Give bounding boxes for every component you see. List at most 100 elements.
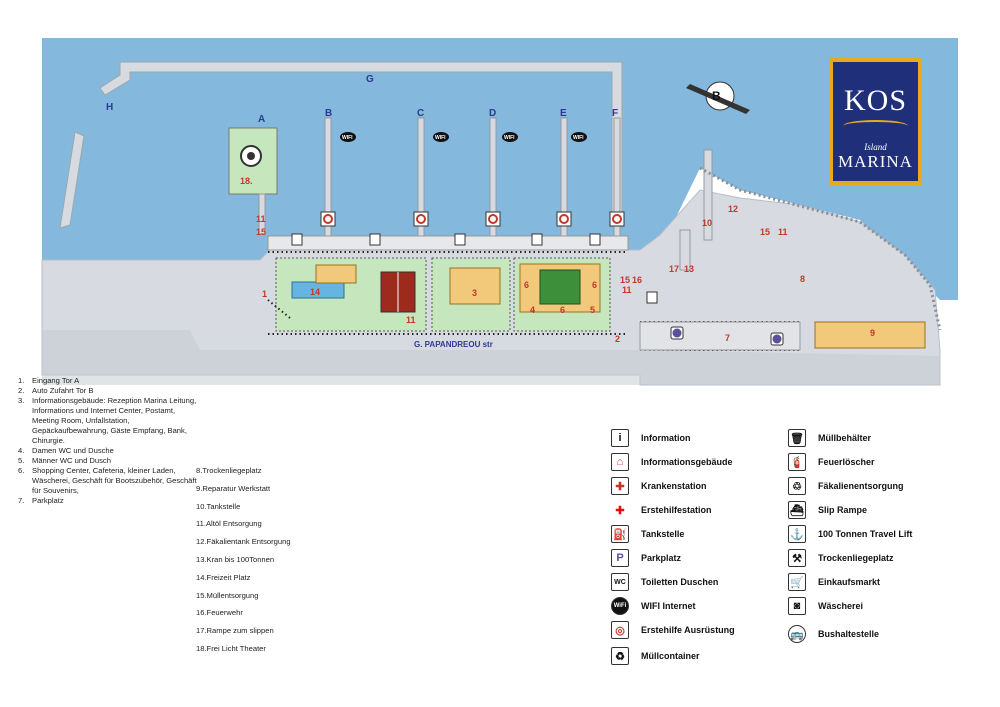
breakwater-h: [59, 131, 85, 229]
area-18: 18.: [240, 176, 253, 186]
area-17: 17: [669, 264, 679, 274]
legend-item: ✚Erstehilfestation: [611, 500, 712, 520]
pier-letter-d: D: [489, 108, 496, 119]
legend-item: 🗑Müllbehälter: [788, 428, 871, 448]
wifi-icon-b: [340, 132, 356, 142]
area-16: 16: [632, 275, 642, 285]
area-6-a: 6: [524, 280, 529, 290]
area-14: 14: [310, 287, 320, 297]
legend-item: ⛴Slip Rampe: [788, 500, 867, 520]
area-3: 3: [472, 288, 477, 298]
area-11-d: 11: [622, 285, 632, 295]
wifi-label-c: WIFI: [435, 135, 446, 141]
list-item: 17.Rampe zum slippen: [196, 626, 274, 636]
parking-signs: [670, 326, 784, 346]
logo-wave: [843, 120, 908, 132]
area-12: 12: [728, 204, 738, 214]
area-11-b: 11: [778, 227, 788, 237]
wifi-label-d: WIFI: [504, 135, 515, 141]
compass-icon: B: [686, 81, 750, 114]
list-item: 3.Informationsgebäude: Rezeption Marina …: [18, 396, 197, 445]
road-border: [267, 251, 800, 351]
area-2: 2: [615, 334, 620, 344]
area-5: 5: [590, 305, 595, 315]
waste-container-icon: ♻: [611, 647, 629, 665]
legend-item: ⛽Tankstelle: [611, 524, 684, 544]
list-item: 13.Kran bis 100Tonnen: [196, 554, 275, 564]
pier-letter-a: A: [258, 114, 265, 125]
quay-bin-icons: [291, 233, 658, 304]
area-11-c: 11: [256, 214, 266, 224]
legend-item: ✚Krankenstation: [611, 476, 707, 496]
fuel-icon: ⛽: [611, 525, 629, 543]
pier-letter-e: E: [560, 108, 567, 119]
fire-extinguisher-icon: 🧯: [788, 453, 806, 471]
legend-item: ♻Müllcontainer: [611, 646, 700, 666]
area-7: 7: [725, 333, 730, 343]
list-item: 8.Trockenliegeplatz: [196, 466, 262, 475]
logo-sub1: Island: [864, 142, 887, 152]
area-4: 4: [530, 305, 535, 315]
street-label: G. PAPANDREOU str: [414, 340, 493, 349]
legend-item: 🧯Feuerlöscher: [788, 452, 875, 472]
legend-item: ⌂Informationsgebäude: [611, 452, 733, 472]
list-item: 5.Männer WC und Dusch: [18, 456, 111, 465]
list-item: 4.Damen WC und Dusche: [18, 446, 114, 455]
lifebuoy-icon: ◎: [611, 621, 629, 639]
list-item: 11.Altöl Entsorgung: [196, 519, 262, 529]
list-item: 16.Feuerwehr: [196, 608, 243, 618]
area-11-a: 11: [406, 315, 416, 325]
legend-item: ⚓100 Tonnen Travel Lift: [788, 524, 912, 544]
facility-list: 8.Trockenliegeplatz 9.Reparatur Werkstat…: [196, 466, 366, 662]
area-8: 8: [800, 274, 805, 284]
breakwater-g: [99, 61, 623, 226]
legend-item: ⚒Trockenliegeplatz: [788, 548, 894, 568]
wifi-label-b: WIFI: [342, 135, 353, 141]
pier-letter-f: F: [612, 108, 618, 119]
list-item: 6.Shopping Center, Cafeteria, kleiner La…: [18, 466, 197, 495]
list-item: 2.Auto Zufahrt Tor B: [18, 386, 94, 395]
first-aid-icon: ✚: [611, 501, 629, 519]
wifi-icon-d: [502, 132, 518, 142]
slip-ramp-icon: ⛴: [788, 501, 806, 519]
numbered-list: 1.Eingang Tor A 2.Auto Zufahrt Tor B 3.I…: [18, 376, 203, 506]
pier-letter-b: B: [325, 108, 332, 119]
building-14: [315, 264, 357, 284]
parking-icon: P: [611, 549, 629, 567]
area-15-b: 15: [256, 227, 266, 237]
legend-item: 🛒Einkaufsmarkt: [788, 572, 880, 592]
list-item: 9.Reparatur Werkstatt: [196, 483, 271, 493]
legend-item: 🚌Bushaltestelle: [788, 624, 879, 644]
list-item: 7.Parkplatz: [18, 496, 64, 505]
wifi-icon-e: [571, 132, 587, 142]
list-item: 15.Müllentsorgung: [196, 590, 259, 600]
building-3: [449, 267, 501, 305]
list-item: 1.Eingang Tor A: [18, 376, 80, 385]
travel-lift-icon: ⚓: [788, 525, 806, 543]
shopping-cart-icon: 🛒: [788, 573, 806, 591]
toilets-icon: WC: [611, 573, 629, 591]
area-10: 10: [702, 218, 712, 228]
sewage-icon: ♲: [788, 477, 806, 495]
main-quay: [267, 235, 629, 251]
legend-item: ♲Fäkalienentsorgung: [788, 476, 904, 496]
list-item: 10.Tankstelle: [196, 501, 241, 511]
pier-letter-h: H: [106, 102, 113, 113]
logo-sub2: MARINA: [838, 152, 913, 171]
logo-name: KOS: [843, 84, 907, 117]
list-item: 12.Fäkalientank Entsorgung: [196, 537, 291, 547]
workshop-9: [814, 321, 926, 349]
wifi-icon: WiFi: [611, 597, 629, 615]
area-9: 9: [870, 328, 875, 338]
legend-item: ◎Erstehilfe Ausrüstung: [611, 620, 735, 640]
area-6-b: 6: [592, 280, 597, 290]
legend-item: ◙Wäscherei: [788, 596, 863, 616]
dry-dock-icon: ⚒: [788, 549, 806, 567]
hospital-icon: ✚: [611, 477, 629, 495]
info-building-icon: ⌂: [611, 453, 629, 471]
wifi-icon-c: [433, 132, 449, 142]
